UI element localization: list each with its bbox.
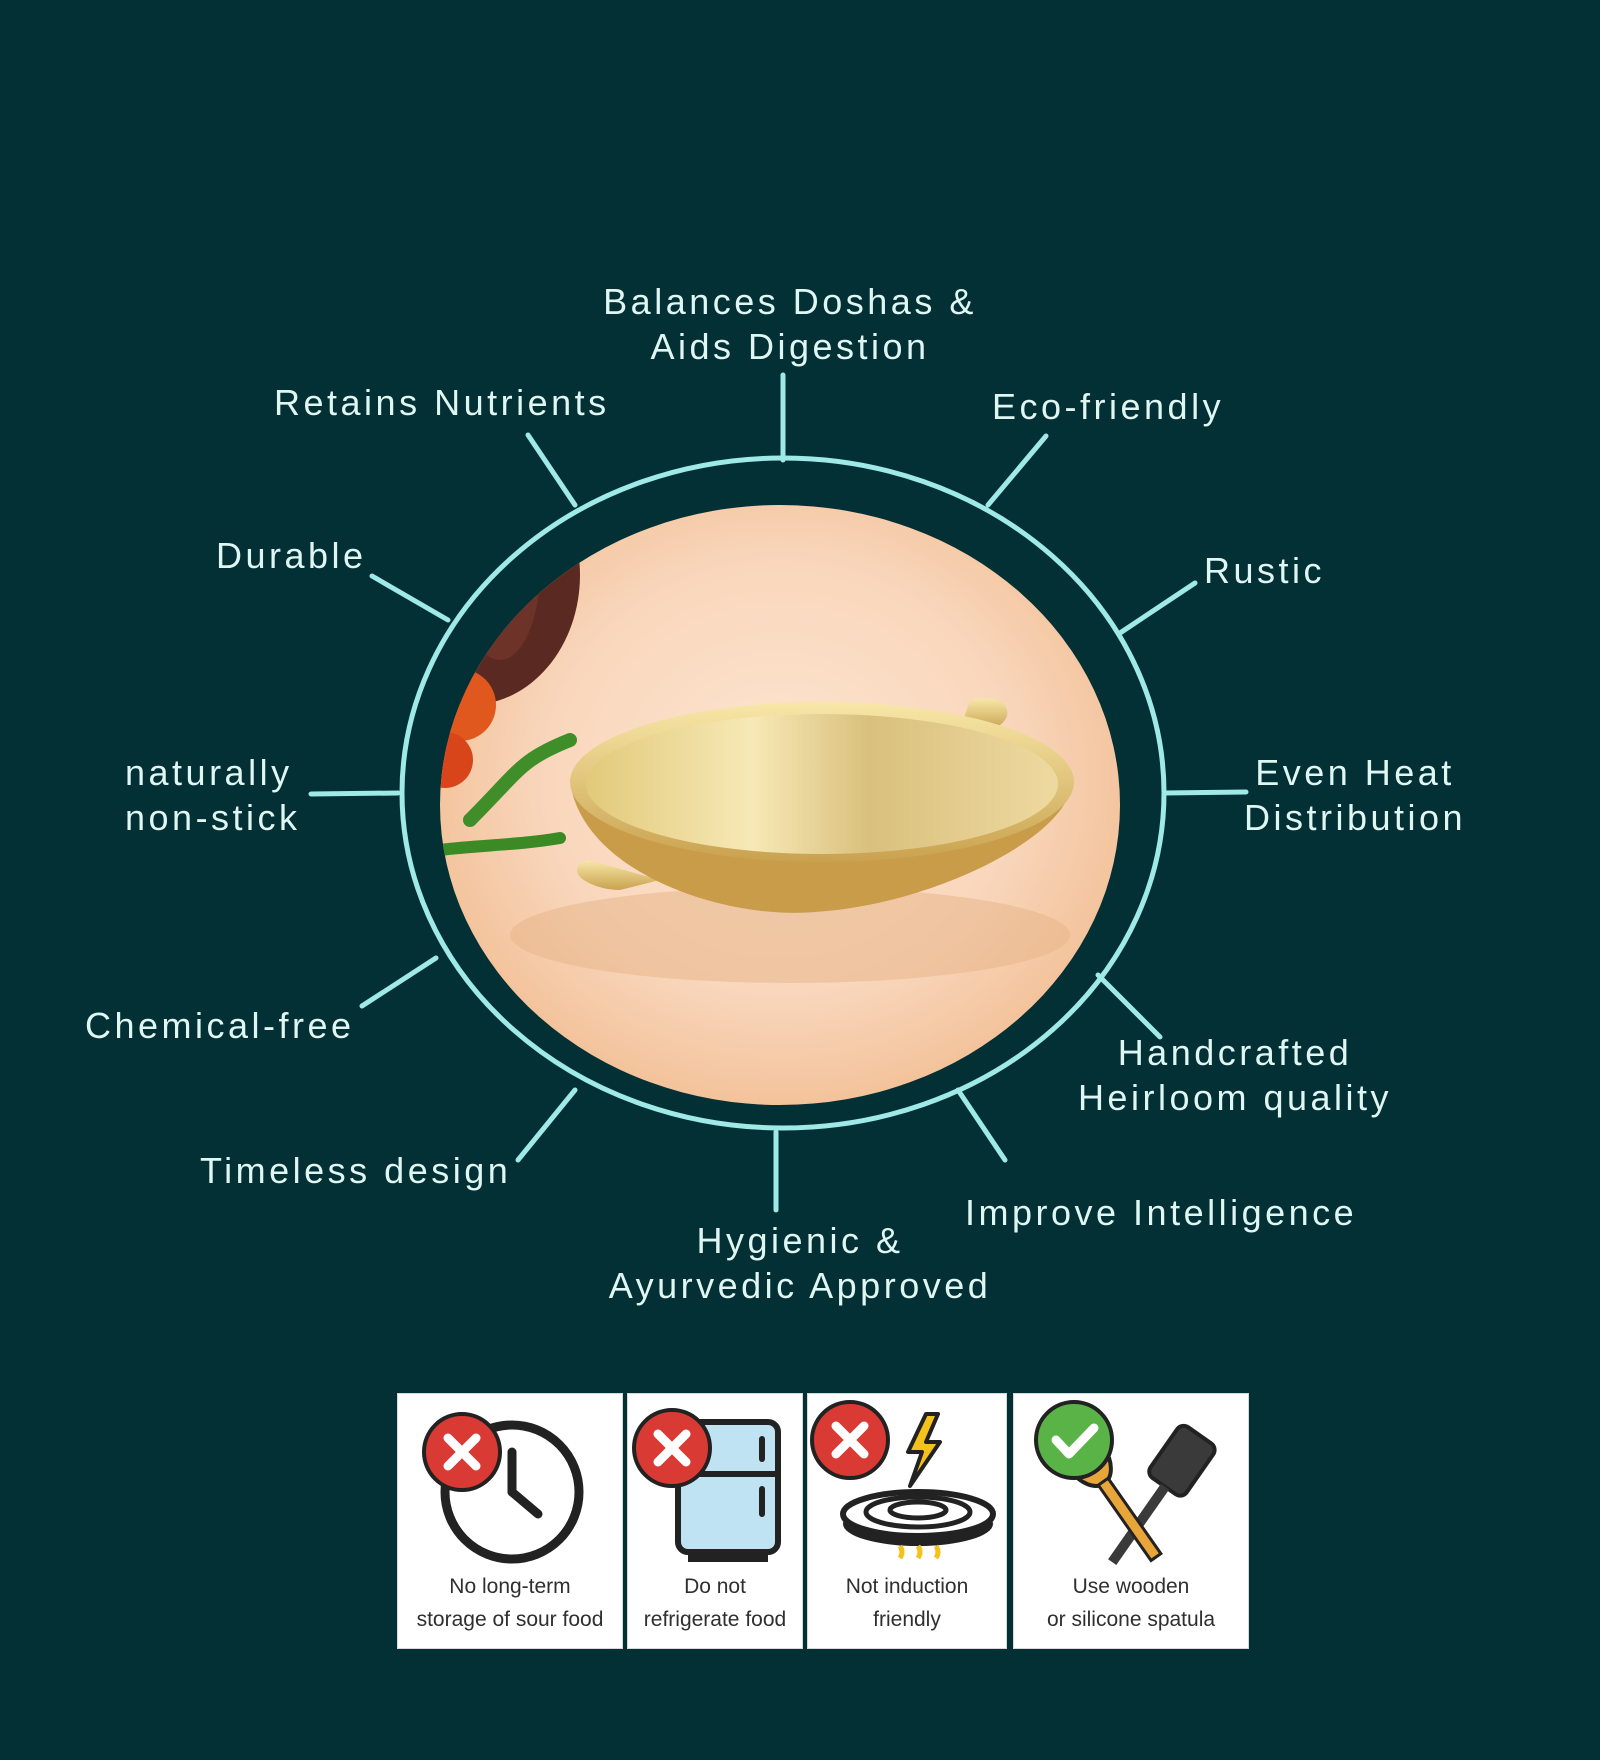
care-caption: Do not refrigerate food xyxy=(643,1575,787,1631)
feature-balances-doshas: Balances Doshas & Aids Digestion xyxy=(603,281,977,367)
spatula-icon xyxy=(1034,1400,1217,1565)
feature-ring xyxy=(308,372,1249,1213)
feature-improve-intelligence: Improve Intelligence xyxy=(965,1192,1358,1233)
allowed-check-icon xyxy=(1034,1400,1114,1480)
care-card-wooden-spatula: Use wooden or silicone spatula xyxy=(1013,1393,1249,1649)
feature-naturally-non-stick: naturally non-stick xyxy=(125,752,301,838)
feature-durable: Durable xyxy=(216,535,367,576)
feature-timeless-design: Timeless design xyxy=(200,1150,512,1191)
care-caption: Use wooden or silicone spatula xyxy=(1046,1575,1216,1631)
fridge-icon xyxy=(632,1408,781,1562)
care-card-no-refrigerate: Do not refrigerate food xyxy=(627,1393,803,1649)
feature-retains-nutrients: Retains Nutrients xyxy=(274,382,610,423)
feature-eco-friendly: Eco-friendly xyxy=(992,386,1225,427)
care-instructions: No long-term storage of sour food Do not… xyxy=(397,1393,1249,1649)
induction-icon xyxy=(810,1400,996,1560)
clock-icon xyxy=(422,1412,584,1564)
feature-even-heat-distribution: Even Heat Distribution xyxy=(1243,752,1467,838)
prohibited-x-icon xyxy=(632,1408,712,1488)
connector-lines xyxy=(308,372,1249,1213)
feature-chemical-free: Chemical-free xyxy=(85,1005,355,1046)
prohibited-x-icon xyxy=(422,1412,502,1492)
product-photo xyxy=(440,505,1120,1105)
feature-handcrafted-heirloom: Handcrafted Heirloom quality xyxy=(1077,1032,1393,1118)
prohibited-x-icon xyxy=(810,1400,890,1480)
care-caption: No long-term storage of sour food xyxy=(416,1575,604,1631)
feature-rustic: Rustic xyxy=(1204,550,1326,591)
feature-hygienic-ayurvedic: Hygienic & Ayurvedic Approved xyxy=(608,1220,992,1306)
care-card-not-induction: Not induction friendly xyxy=(807,1393,1007,1649)
care-caption: Not induction friendly xyxy=(845,1575,969,1631)
care-card-no-sour-storage: No long-term storage of sour food xyxy=(397,1393,623,1649)
